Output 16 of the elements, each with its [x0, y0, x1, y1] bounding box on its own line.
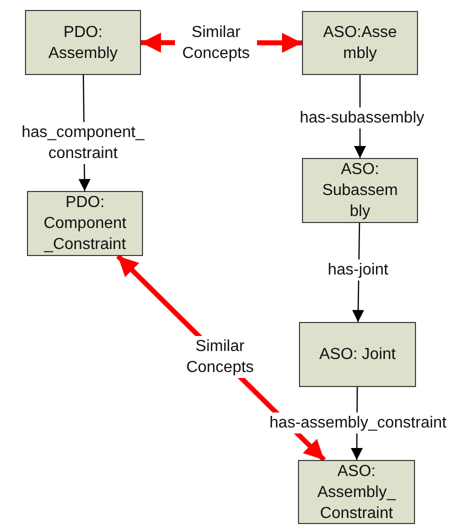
concept-box	[27, 191, 143, 256]
edge-label: has-subassembly	[298, 108, 426, 128]
edge-label: has-assembly_constraint	[268, 412, 448, 434]
edge-label: has-joint	[326, 260, 390, 280]
concept-label: ASO: Subassem bly	[321, 160, 399, 222]
concept-box	[25, 10, 141, 75]
concept-label: ASO: Joint	[319, 345, 396, 365]
concept-label: ASO:Asse mbly	[322, 23, 398, 64]
concept-box	[302, 158, 418, 223]
concept-label: PDO: Assembly	[47, 22, 119, 64]
edge-label: Similar Concepts	[175, 22, 257, 64]
concept-box	[299, 322, 416, 387]
concept-label: PDO: Component _Constraint	[42, 193, 128, 255]
concept-box	[302, 11, 418, 75]
concept-box	[298, 460, 415, 524]
concept-label: ASO: Assembly_ Constraint	[316, 462, 397, 524]
